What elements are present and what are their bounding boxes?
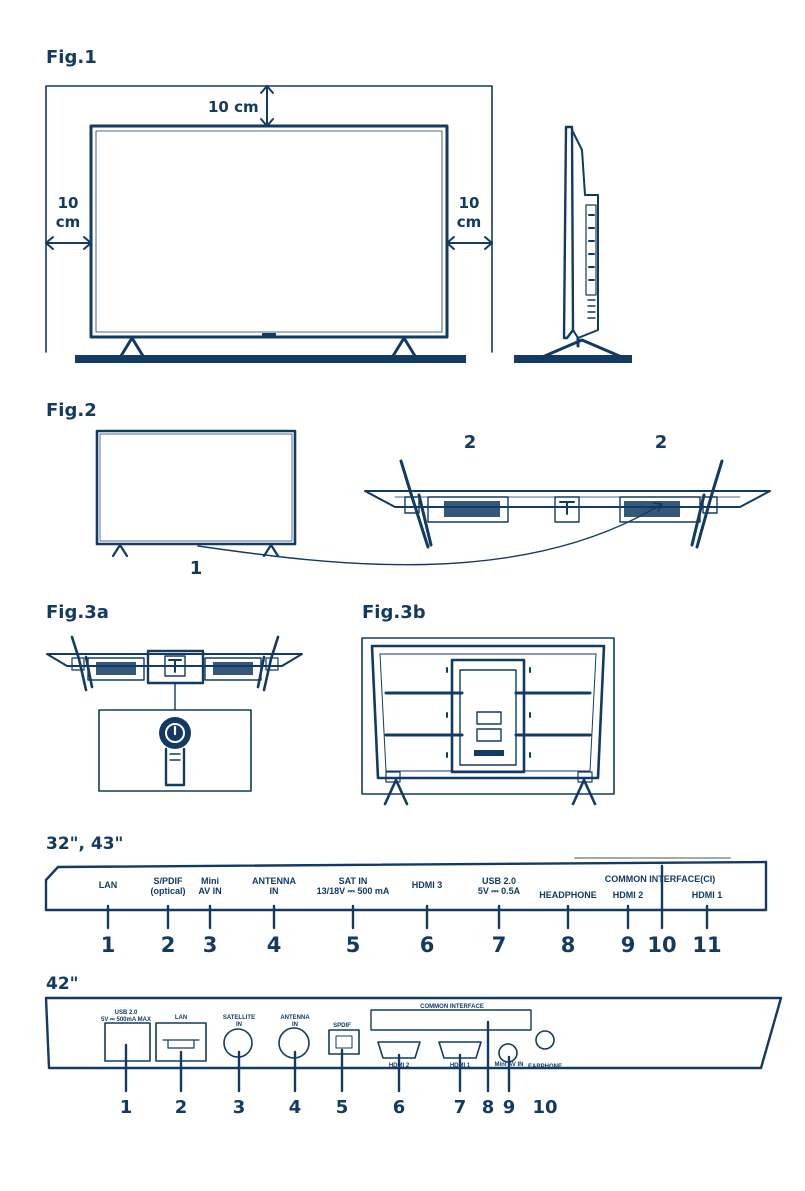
port-label: SPDIF xyxy=(333,1023,351,1029)
port-label: EARPHONE xyxy=(528,1064,562,1070)
port-label: 5V ⎓ 0.5A xyxy=(478,886,521,896)
fig2-callout-speaker-left: 2 xyxy=(464,432,477,453)
port-label: Mini AV IN xyxy=(495,1062,524,1068)
fig2-title: Fig.2 xyxy=(46,400,97,421)
port-number: 11 xyxy=(692,933,721,957)
port-number: 7 xyxy=(454,1097,467,1118)
panel-32-43-group-label: COMMON INTERFACE(CI) xyxy=(605,874,716,884)
port-label: USB 2.0 xyxy=(482,876,516,886)
port-label: ANTENNA xyxy=(252,876,296,886)
port-number: 9 xyxy=(503,1097,516,1118)
port-label: IN xyxy=(292,1022,298,1028)
left-clearance-unit: cm xyxy=(56,213,81,231)
panel-32-43-title: 32", 43" xyxy=(46,834,123,854)
port-number: 6 xyxy=(420,933,435,957)
port-label: IN xyxy=(270,886,279,896)
port-number: 5 xyxy=(346,933,361,957)
port-label: (optical) xyxy=(151,886,186,896)
port-label: 5V ⎓ 500mA MAX xyxy=(101,1017,151,1023)
port-number: 1 xyxy=(120,1097,133,1118)
port-label: Mini xyxy=(201,876,219,886)
right-clearance-value: 10 xyxy=(459,194,480,212)
port-number: 3 xyxy=(203,933,218,957)
port-label: HEADPHONE xyxy=(539,890,597,900)
port-number: 8 xyxy=(561,933,576,957)
port-label: HDMI 3 xyxy=(412,880,443,890)
port-label: HDMI 1 xyxy=(450,1063,471,1069)
port-label: LAN xyxy=(99,880,118,890)
port-label: HDMI 1 xyxy=(692,890,723,900)
right-clearance-unit: cm xyxy=(457,213,482,231)
port-label: AV IN xyxy=(198,886,221,896)
port-number: 7 xyxy=(492,933,507,957)
fig3a-title: Fig.3a xyxy=(46,602,109,623)
port-label: S/PDIF xyxy=(153,876,183,886)
port-number: 8 xyxy=(482,1097,495,1118)
panel-42-title: 42" xyxy=(46,974,79,994)
fig2-bottom-view xyxy=(364,459,771,549)
port-label: SATELLITE xyxy=(223,1015,255,1021)
port-number: 10 xyxy=(647,933,676,957)
port-number: 4 xyxy=(267,933,282,957)
port-number: 1 xyxy=(101,933,116,957)
fig2-callout-speaker-right: 2 xyxy=(655,432,668,453)
port-label: ANTENNA xyxy=(280,1015,310,1021)
port-label: HDMI 2 xyxy=(389,1063,410,1069)
fig3b-rear-view xyxy=(361,637,615,806)
left-clearance-value: 10 xyxy=(58,194,79,212)
panel-32-43-outline xyxy=(44,857,768,930)
panel-42-outline xyxy=(44,996,783,1093)
port-label: HDMI 2 xyxy=(613,890,644,900)
fig2-callout-front: 1 xyxy=(190,558,203,579)
top-clearance-label: 10 cm xyxy=(208,98,259,116)
port-number: 5 xyxy=(336,1097,349,1118)
fig1-side-view xyxy=(514,125,632,363)
port-number: 2 xyxy=(175,1097,188,1118)
port-number: 4 xyxy=(289,1097,302,1118)
port-number: 6 xyxy=(393,1097,406,1118)
port-number: 3 xyxy=(233,1097,246,1118)
fig2-front-view xyxy=(95,429,663,566)
port-label: USB 2.0 xyxy=(115,1010,138,1016)
fig1-title: Fig.1 xyxy=(46,47,97,68)
fig3a-power-button xyxy=(46,635,303,792)
port-label: SAT IN xyxy=(339,876,368,886)
port-number: 2 xyxy=(161,933,176,957)
port-number: 9 xyxy=(621,933,636,957)
panel-42-group-label: COMMON INTERFACE xyxy=(420,1004,484,1010)
port-number: 10 xyxy=(532,1097,557,1118)
fig1-front-view xyxy=(45,85,493,363)
fig3b-title: Fig.3b xyxy=(362,602,426,623)
port-label: LAN xyxy=(175,1015,187,1021)
port-label: IN xyxy=(236,1022,242,1028)
panel-42-ports: USB 2.05V ⎓ 500mA MAX1LAN2SATELLITEIN3AN… xyxy=(101,1010,562,1118)
port-label: 13/18V ⎓ 500 mA xyxy=(317,886,390,896)
